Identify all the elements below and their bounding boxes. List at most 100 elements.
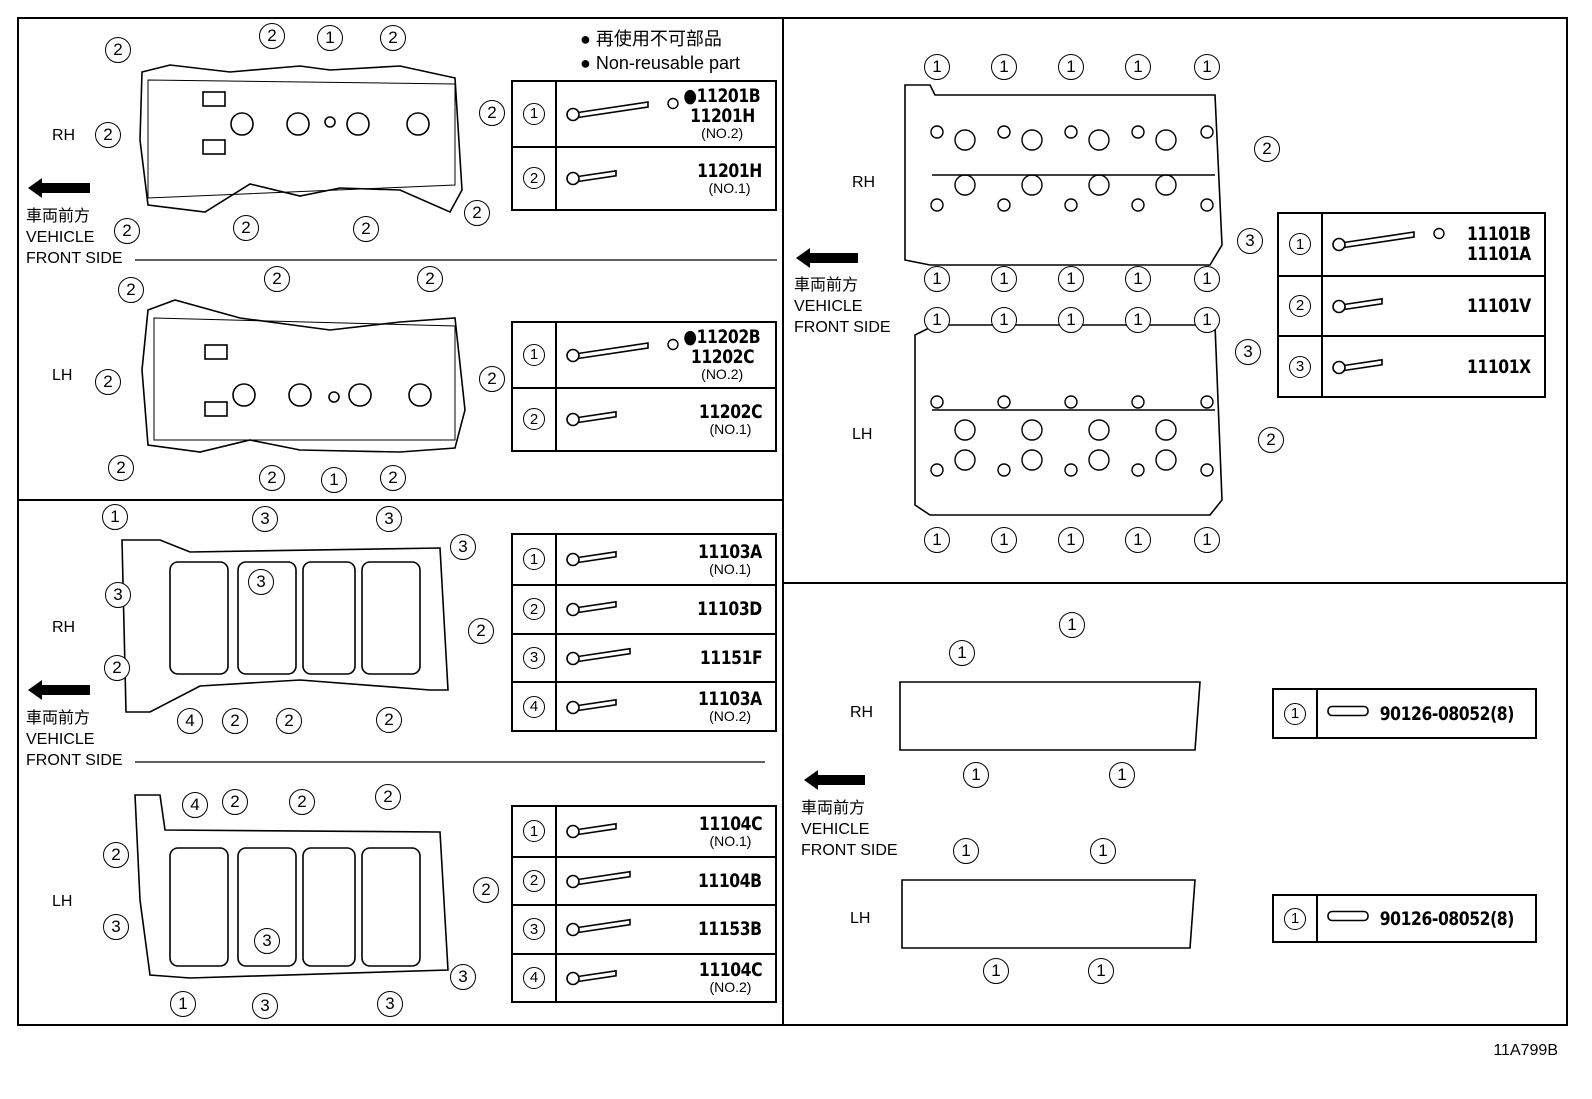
callout-cyl-head: 1 [1194,54,1220,80]
callout-cyl-head: 1 [924,54,950,80]
callout-cyl-head: 1 [924,266,950,292]
part-codes: 11103D [690,586,769,633]
callout-cyl-head: 3 [1235,339,1261,365]
part-number: 11101V [1467,294,1531,317]
part-codes: 11101V [1460,277,1538,336]
callout-cyl-head: 1 [924,307,950,333]
callout-cyl-head: 1 [1194,266,1220,292]
parts-row: 3 11101X [1279,335,1544,396]
callout-cam-cover-rh: 1 [317,25,343,51]
callout-cyl-head: 1 [1058,266,1084,292]
callout-cyl-head: 1 [1194,527,1220,553]
parts-row: 2 11104B [513,855,775,905]
item-number: 3 [1279,337,1323,396]
bolt-hole [997,395,1011,409]
valve-port [1021,449,1043,471]
part-codes: 11101X [1460,337,1538,396]
item-number-circle: 4 [523,695,545,718]
callout-cyl-head: 1 [1125,54,1151,80]
item-number: 1 [513,323,557,387]
callout-cam-cover-lh: 2 [264,266,290,292]
bolt-hole [1200,395,1214,409]
valve-port [1088,419,1110,441]
callout-cam-housing-lh: 2 [222,789,248,815]
parts-row: 3 11153B [513,904,775,953]
legend-ja: 再使用不可部品 [595,29,722,49]
bolt-hole [1131,463,1145,477]
callout-cyl-head: 1 [1125,527,1151,553]
callout-cam-cover-rh: 2 [380,25,406,51]
valve-port [1021,174,1043,196]
bolt-hole [1131,198,1145,212]
callout-cam-housing-lh: 3 [254,928,280,954]
callout-cam-cover-rh: 2 [233,215,259,241]
bolt-icon [1331,349,1451,384]
item-number-circle: 2 [523,167,545,190]
part-number: 11101X [1467,355,1532,378]
bolt-hole [1064,125,1078,139]
bolt-hole [997,125,1011,139]
callout-cam-housing-lh: 3 [103,914,129,940]
item-number: 2 [513,147,557,209]
valve-port [1155,174,1177,196]
callout-cam-housing-rh: 2 [376,707,402,733]
callout-stud: 1 [1088,958,1114,984]
item-number-circle: 2 [523,598,545,621]
part-note: (NO.1) [709,420,752,437]
bolt-icon [565,863,685,898]
valve-port [954,449,976,471]
valve-port [954,419,976,441]
bolt-hole [1064,198,1078,212]
callout-cam-housing-lh: 3 [450,964,476,990]
bolt-hole [1200,463,1214,477]
bolt-icon [565,689,685,724]
bolt-icon [1331,288,1451,323]
item-number-circle: 2 [1289,294,1311,317]
parts-row: 2 11202C (NO.1) [513,386,775,450]
part-codes: 90126-08052(8) [1365,690,1529,737]
parts-row: 4 11103A (NO.2) [513,681,775,730]
part-number: ●11202B [683,326,761,349]
non-reusable-dot-icon: ● [580,53,591,73]
bolt-icon [1331,227,1451,262]
callout-cam-housing-lh: 4 [182,792,208,818]
legend-en: Non-reusable part [595,53,740,73]
callout-cyl-head: 1 [991,54,1017,80]
callout-cam-housing-rh: 3 [105,582,131,608]
item-number: 1 [1274,896,1318,941]
callout-cam-housing-rh: 3 [252,506,278,532]
part-number: ●11201B [683,85,761,108]
cam-housing-lh-drawing [134,794,449,979]
parts-row: 2 11101V [1279,274,1544,336]
item-number-circle: 1 [1289,233,1311,256]
item-number: 2 [513,857,557,904]
parts-table-stud-lh: 1 90126-08052(8) [1272,894,1537,943]
bolt-hole [1064,395,1078,409]
callout-cam-cover-rh: 2 [479,100,505,126]
callout-cyl-head: 2 [1258,427,1284,453]
parts-row: 2 11103D [513,583,775,633]
item-number-circle: 1 [1284,702,1306,725]
bolt-icon [565,912,685,947]
bolt-hole [997,463,1011,477]
bolt-hole [1064,463,1078,477]
parts-row: 4 11104C (NO.2) [513,952,775,1001]
callout-cam-housing-lh: 2 [103,842,129,868]
callout-cyl-head: 1 [991,307,1017,333]
item-number-circle: 1 [523,343,545,366]
part-number: 11202C [690,346,755,369]
bolt-hole [930,125,944,139]
part-number: 90126-08052(8) [1380,907,1515,930]
callout-cam-housing-rh: 2 [222,708,248,734]
part-number: 11101B [1467,223,1531,246]
part-number: 11201H [697,159,762,182]
item-number-circle: 1 [523,102,545,125]
item-number: 1 [1279,214,1323,275]
part-codes: 11104B [691,858,769,905]
bolt-hole [930,198,944,212]
